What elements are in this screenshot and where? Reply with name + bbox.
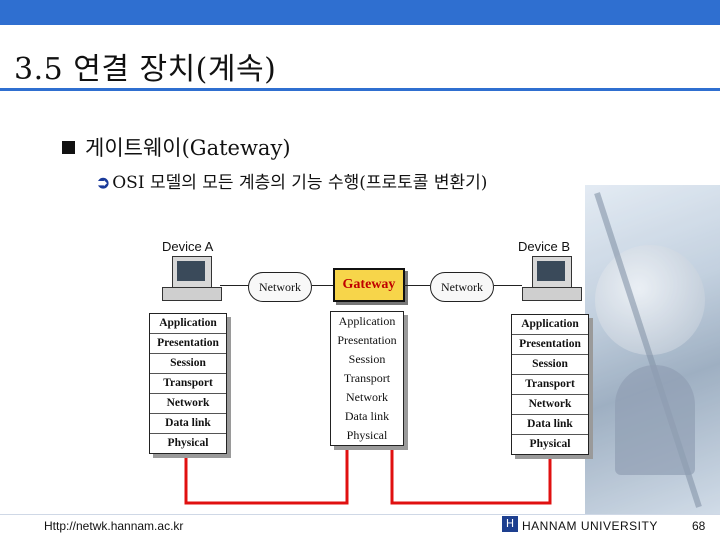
- computer-a-icon: [162, 256, 222, 302]
- layer-application: Application: [150, 314, 226, 334]
- layer-presentation: Presentation: [337, 333, 397, 347]
- arrow-bullet-icon: ➲: [96, 173, 111, 193]
- network-cloud-left: Network: [248, 272, 312, 302]
- link-network-gateway: [312, 285, 334, 286]
- osi-stack-b: Application Presentation Session Transpo…: [511, 314, 589, 455]
- square-bullet-icon: [62, 141, 75, 154]
- layer-presentation: Presentation: [512, 335, 588, 355]
- layer-transport: Transport: [343, 371, 391, 385]
- layer-session: Session: [150, 354, 226, 374]
- layer-transport: Transport: [512, 375, 588, 395]
- layer-network: Network: [512, 395, 588, 415]
- layer-network: Network: [346, 390, 388, 404]
- bullet-sub: ➲OSI 모델의 모든 계층의 기능 수행(프로토콜 변환기): [96, 168, 487, 193]
- layer-data-link: Data link: [344, 409, 390, 423]
- footer-url[interactable]: Http://netwk.hannam.ac.kr: [44, 519, 184, 533]
- footer-divider: [0, 514, 720, 515]
- osi-stack-gateway: Application Presentation Session Transpo…: [330, 311, 404, 446]
- layer-application: Application: [338, 314, 396, 328]
- layer-physical: Physical: [167, 437, 209, 449]
- computer-b-icon: [522, 256, 582, 302]
- path-gateway-to-b: [390, 456, 552, 505]
- page-title: 3.5 연결 장치(계속): [14, 52, 277, 87]
- page-number: 68: [692, 519, 706, 533]
- link-a-network: [220, 285, 250, 286]
- layer-application: Application: [512, 315, 588, 335]
- layer-transport: Transport: [150, 374, 226, 394]
- layer-session: Session: [348, 352, 386, 366]
- footer-university: HANNAM UNIVERSITY: [522, 519, 658, 533]
- layer-presentation: Presentation: [150, 334, 226, 354]
- bullet-sub-text: OSI 모델의 모든 계층의 기능 수행(프로토콜 변환기): [112, 173, 488, 193]
- layer-physical: Physical: [529, 438, 571, 450]
- decorative-photo: [585, 185, 720, 515]
- satellite-dish-image: [595, 245, 705, 355]
- bullet-main-text: 게이트웨이(Gateway): [85, 136, 291, 160]
- university-logo-icon: H: [502, 516, 518, 532]
- layer-network: Network: [150, 394, 226, 414]
- device-b-label: Device B: [518, 239, 571, 254]
- gateway-box: Gateway: [333, 268, 405, 302]
- bullet-main: 게이트웨이(Gateway): [62, 132, 291, 162]
- link-network-b: [494, 285, 522, 286]
- layer-data-link: Data link: [150, 414, 226, 434]
- title-divider: [0, 88, 720, 91]
- osi-stack-a: Application Presentation Session Transpo…: [149, 313, 227, 454]
- layer-data-link: Data link: [512, 415, 588, 435]
- layer-session: Session: [512, 355, 588, 375]
- layer-physical: Physical: [346, 428, 388, 442]
- path-a-to-gateway: [184, 456, 349, 505]
- link-gateway-network: [404, 285, 430, 286]
- network-cloud-right: Network: [430, 272, 494, 302]
- top-accent-bar: [0, 0, 720, 25]
- device-a-label: Device A: [162, 239, 214, 254]
- person-image: [615, 365, 695, 475]
